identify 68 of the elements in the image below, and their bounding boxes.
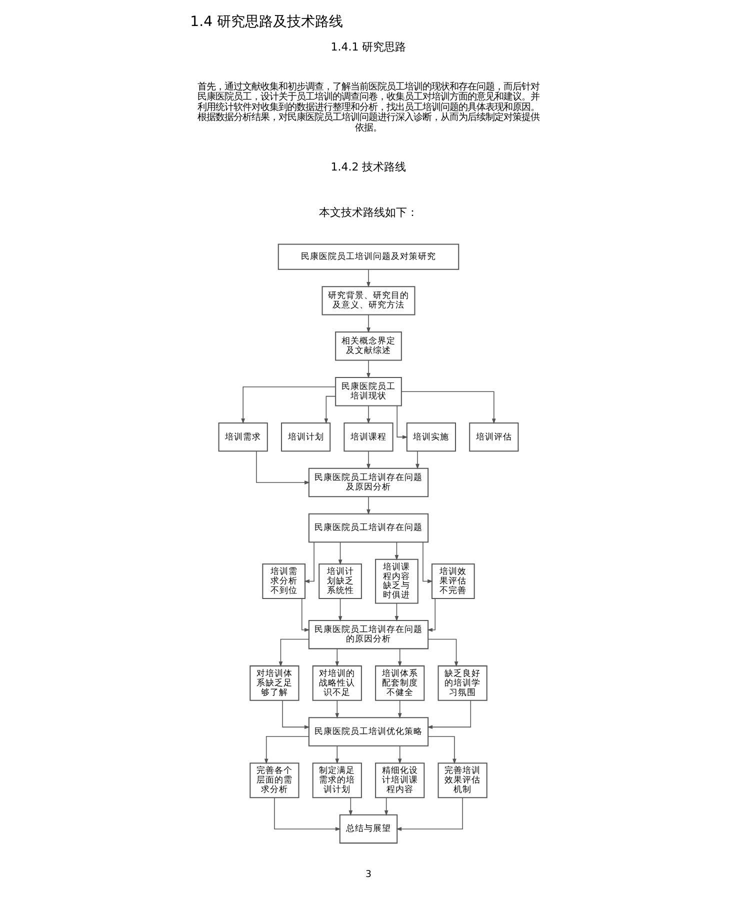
node-box: 缺乏良好的培训学习氛围	[437, 665, 487, 701]
arrow	[366, 269, 370, 288]
node-box: 培训评估	[468, 422, 518, 452]
arrow	[422, 542, 433, 584]
label: 3	[365, 868, 371, 880]
node-box: 培训课程	[343, 422, 393, 452]
arrow	[300, 598, 310, 632]
arrow	[394, 542, 398, 561]
node-box: 民康医院员工培训存在问题及原因分析	[308, 468, 428, 498]
arrow	[334, 746, 339, 764]
arrow	[397, 746, 402, 764]
node-box: 培训计划缺乏系统性	[318, 564, 362, 600]
arrow	[427, 638, 458, 668]
arrow	[348, 797, 352, 816]
node-box: 民康医院员工培训问题及对策研究	[277, 244, 459, 270]
arrow	[415, 450, 419, 470]
node-box: 对培训体系缺乏足够了解	[249, 665, 299, 701]
label: 本文技术路线如下：	[318, 206, 418, 219]
label: 首先，通过文献收集和初步调查，了解当前医院员工培训的现状和存在问题，而后针对民康医院员工，设计关于员工培训的调查问卷，收集员工对培训方面的意见和建议。并利用统计软件对收集到的数据进行整理和分析，找出员工培训问题的具体表现和原因。根据数据分析结果，对民康医院员工培训问题进行深入诊断，从而为后续制定对策提供依据。	[197, 82, 539, 134]
node-box: 民康医院员工培训优化策略	[308, 717, 428, 746]
arrow	[338, 598, 342, 622]
arrow	[282, 700, 310, 729]
node-box: 民康医院员工培训存在问题	[308, 513, 428, 543]
arrow	[396, 405, 408, 439]
arrow	[396, 797, 462, 831]
label: 1.4.2 技术路线	[330, 160, 406, 174]
arrow	[384, 797, 388, 816]
arrow	[256, 450, 310, 484]
node-box: 培训需求	[218, 422, 268, 452]
arrow	[394, 602, 398, 622]
node-box: 制定满足需求的培训计划	[312, 762, 362, 798]
arrow	[338, 542, 342, 566]
node-box: 相关概念界定及文献综述	[334, 332, 402, 361]
node-box: 培训计划	[280, 422, 330, 452]
label: 1.4.1 研究思路	[330, 40, 406, 54]
node-box: 完善培训效果评估机制	[437, 762, 487, 798]
diagram-title: 1.4 研究思路及技术路线	[190, 14, 343, 30]
node-box: 精细化设计培训课程内容	[374, 762, 424, 798]
arrow	[427, 736, 456, 764]
arrow	[426, 700, 471, 729]
node-box: 民康医院员工培训现状	[334, 377, 402, 406]
arrow	[303, 542, 314, 584]
arrow	[426, 598, 436, 632]
node-box: 培训需求分析不到位	[262, 564, 306, 600]
arrow	[334, 700, 339, 719]
arrow	[334, 648, 339, 667]
arrow	[366, 496, 370, 515]
arrow	[397, 648, 402, 667]
node-box: 培训效果评估不完善	[430, 564, 474, 600]
node-box: 完善各个层面的需求分析	[249, 762, 299, 798]
node-box: 培训课程内容缺乏与时俱进	[374, 558, 418, 604]
arrow	[366, 314, 370, 334]
arrow	[397, 700, 402, 719]
node-box: 培训实施	[406, 422, 456, 452]
arrow	[366, 405, 370, 424]
arrow	[366, 360, 370, 379]
arrow	[278, 638, 309, 668]
arrow	[240, 386, 336, 424]
arrow	[274, 797, 340, 831]
node-box: 对培训的战略性认识不足	[312, 665, 362, 701]
arrow	[264, 736, 309, 764]
node-box: 总结与展望	[338, 814, 398, 844]
arrow	[324, 396, 336, 424]
arrow	[366, 450, 370, 470]
node-box: 研究背景、研究目的及意义、研究方法	[321, 286, 415, 316]
node-box: 民康医院员工培训存在问题的原因分析	[308, 620, 428, 650]
node-box: 培训体系配套制度不健全	[374, 665, 424, 701]
arrow	[400, 391, 496, 424]
